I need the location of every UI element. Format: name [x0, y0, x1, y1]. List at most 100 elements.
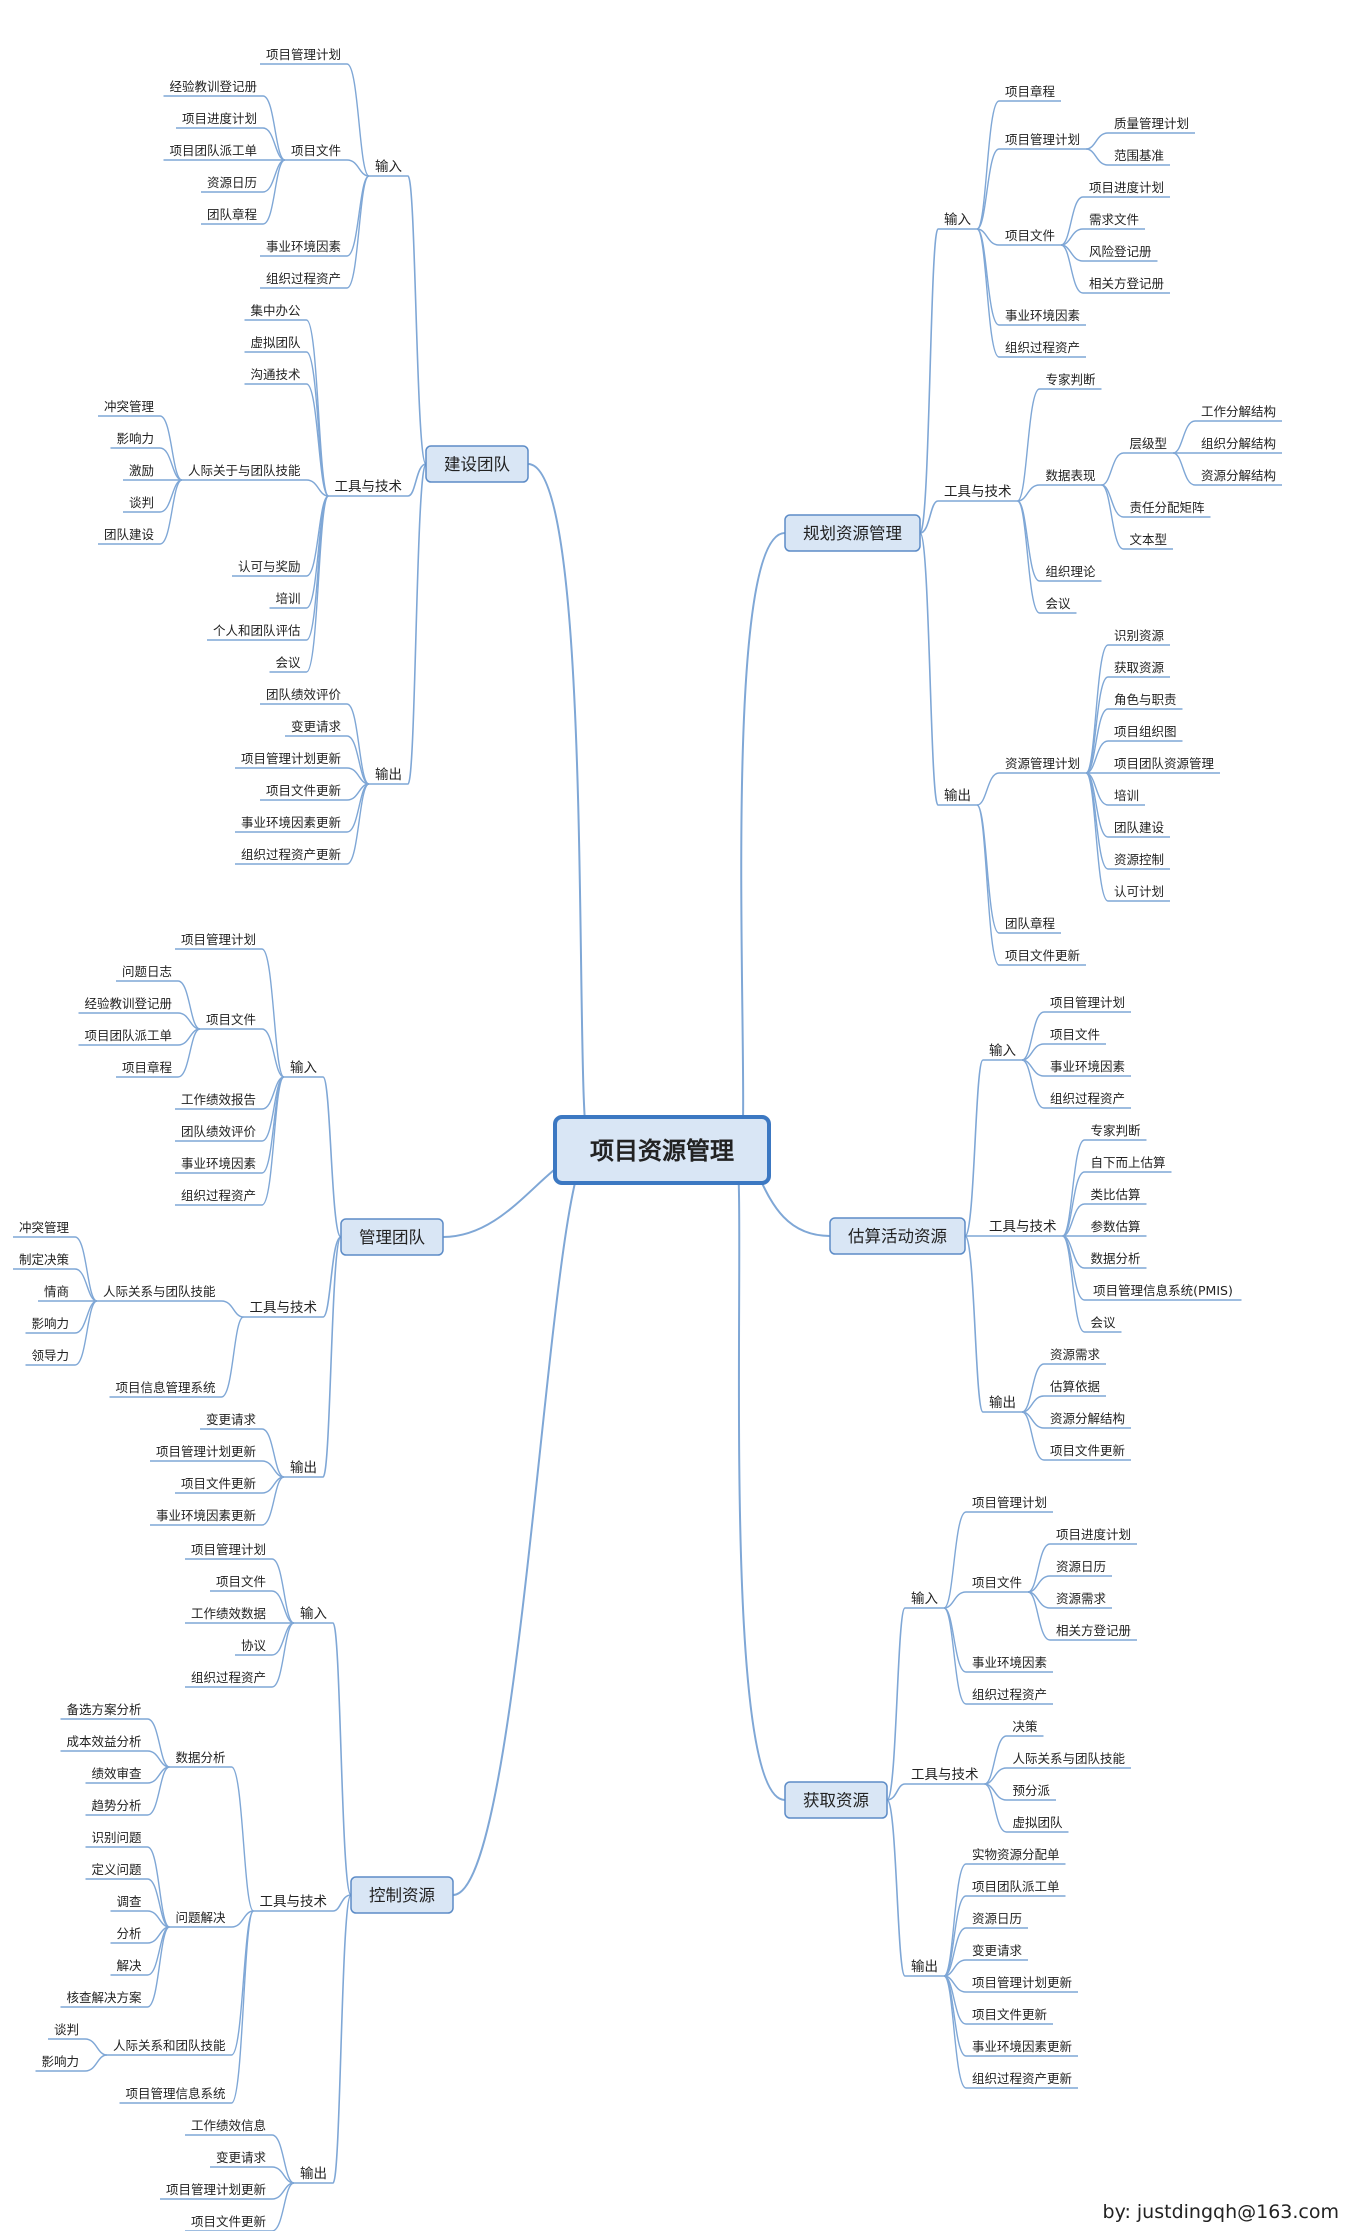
node-组织过程资产更新[interactable]: 组织过程资产更新	[972, 2071, 1072, 2086]
node-项目管理计划[interactable]: 项目管理计划	[181, 932, 256, 947]
node-集中办公[interactable]: 集中办公	[250, 303, 301, 318]
node-工作绩效信息[interactable]: 工作绩效信息	[191, 2118, 266, 2133]
node-项目组织图[interactable]: 项目组织图	[1114, 724, 1177, 739]
node-虚拟团队[interactable]: 虚拟团队	[1012, 1815, 1063, 1830]
node-组织过程资产[interactable]: 组织过程资产	[1050, 1091, 1125, 1106]
node-团队建设[interactable]: 团队建设	[1114, 820, 1165, 835]
node-项目团队派工单[interactable]: 项目团队派工单	[169, 143, 257, 158]
node-专家判断[interactable]: 专家判断	[1090, 1123, 1140, 1138]
node-工作分解结构[interactable]: 工作分解结构	[1201, 404, 1276, 419]
node-项目章程[interactable]: 项目章程	[1005, 84, 1056, 99]
node-项目管理计划[interactable]: 项目管理计划	[1005, 132, 1080, 147]
node-项目文件[interactable]: 项目文件	[216, 1574, 266, 1589]
node-资源管理计划[interactable]: 资源管理计划	[1005, 756, 1080, 771]
node-谈判[interactable]: 谈判	[129, 495, 154, 510]
node-输入[interactable]: 输入	[300, 1606, 327, 1622]
node-项目团队资源管理[interactable]: 项目团队资源管理	[1114, 756, 1215, 771]
node-会议[interactable]: 会议	[275, 655, 301, 670]
node-问题日志[interactable]: 问题日志	[122, 964, 172, 979]
node-项目文件更新[interactable]: 项目文件更新	[1005, 948, 1080, 963]
node-事业环境因素更新[interactable]: 事业环境因素更新	[241, 815, 341, 830]
node-输入[interactable]: 输入	[944, 212, 972, 228]
branch-规划资源管理[interactable]: 规划资源管理	[784, 514, 921, 552]
node-谈判[interactable]: 谈判	[54, 2022, 79, 2037]
node-项目文件[interactable]: 项目文件	[1005, 228, 1055, 243]
node-事业环境因素[interactable]: 事业环境因素	[1050, 1059, 1125, 1074]
node-数据分析[interactable]: 数据分析	[175, 1750, 225, 1765]
node-预分派[interactable]: 预分派	[1012, 1783, 1050, 1798]
node-培训[interactable]: 培训	[1114, 788, 1139, 803]
node-项目管理计划更新[interactable]: 项目管理计划更新	[241, 751, 341, 766]
node-协议[interactable]: 协议	[241, 1638, 267, 1653]
node-输出[interactable]: 输出	[375, 767, 402, 783]
node-数据分析[interactable]: 数据分析	[1090, 1251, 1140, 1266]
node-风险登记册[interactable]: 风险登记册	[1089, 244, 1152, 259]
node-事业环境因素[interactable]: 事业环境因素	[972, 1655, 1047, 1670]
node-资源需求[interactable]: 资源需求	[1056, 1591, 1107, 1606]
node-项目章程[interactable]: 项目章程	[122, 1060, 173, 1075]
node-认可与奖励[interactable]: 认可与奖励	[238, 559, 301, 574]
node-专家判断[interactable]: 专家判断	[1045, 372, 1095, 387]
node-团队绩效评价[interactable]: 团队绩效评价	[266, 687, 342, 702]
node-角色与职责[interactable]: 角色与职责	[1114, 692, 1177, 707]
node-问题解决[interactable]: 问题解决	[175, 1910, 226, 1925]
node-变更请求[interactable]: 变更请求	[206, 1412, 257, 1427]
node-虚拟团队[interactable]: 虚拟团队	[250, 335, 301, 350]
node-项目文件更新[interactable]: 项目文件更新	[181, 1476, 256, 1491]
node-会议[interactable]: 会议	[1090, 1315, 1116, 1330]
node-人际关系与团队技能[interactable]: 人际关系与团队技能	[1012, 1751, 1125, 1766]
node-经验教训登记册[interactable]: 经验教训登记册	[84, 996, 172, 1011]
node-输出[interactable]: 输出	[911, 1959, 938, 1975]
node-调查[interactable]: 调查	[116, 1894, 142, 1909]
node-制定决策[interactable]: 制定决策	[19, 1252, 70, 1267]
node-输出[interactable]: 输出	[944, 788, 971, 804]
node-输入[interactable]: 输入	[911, 1591, 939, 1607]
node-输入[interactable]: 输入	[290, 1060, 317, 1076]
node-自下而上估算[interactable]: 自下而上估算	[1090, 1155, 1165, 1170]
node-分析[interactable]: 分析	[116, 1926, 141, 1941]
node-工具与技术[interactable]: 工具与技术	[911, 1767, 979, 1783]
node-事业环境因素[interactable]: 事业环境因素	[1005, 308, 1080, 323]
node-定义问题[interactable]: 定义问题	[91, 1862, 142, 1877]
node-项目管理计划[interactable]: 项目管理计划	[972, 1495, 1047, 1510]
node-激励[interactable]: 激励	[129, 463, 154, 478]
node-绩效审查[interactable]: 绩效审查	[91, 1766, 142, 1781]
node-工作绩效数据[interactable]: 工作绩效数据	[191, 1606, 266, 1621]
node-识别资源[interactable]: 识别资源	[1114, 628, 1165, 643]
node-组织过程资产[interactable]: 组织过程资产	[1005, 340, 1080, 355]
node-组织过程资产[interactable]: 组织过程资产	[191, 1670, 266, 1685]
node-获取资源[interactable]: 获取资源	[1114, 660, 1165, 675]
node-项目文件更新[interactable]: 项目文件更新	[1050, 1443, 1125, 1458]
node-范围基准[interactable]: 范围基准	[1114, 148, 1164, 163]
node-资源日历[interactable]: 资源日历	[207, 175, 257, 190]
branch-获取资源[interactable]: 获取资源	[784, 1781, 888, 1819]
node-识别问题[interactable]: 识别问题	[91, 1830, 142, 1845]
node-项目进度计划[interactable]: 项目进度计划	[182, 111, 257, 126]
node-团队绩效评价[interactable]: 团队绩效评价	[181, 1124, 257, 1139]
node-人际关系与团队技能[interactable]: 人际关系与团队技能	[103, 1284, 216, 1299]
node-资源需求[interactable]: 资源需求	[1050, 1347, 1101, 1362]
node-变更请求[interactable]: 变更请求	[216, 2150, 267, 2165]
node-项目管理信息系统-PMIS-[interactable]: 项目管理信息系统(PMIS)	[1093, 1283, 1233, 1298]
node-项目信息管理系统[interactable]: 项目信息管理系统	[115, 1380, 215, 1395]
node-事业环境因素更新[interactable]: 事业环境因素更新	[156, 1508, 256, 1523]
node-资源分解结构[interactable]: 资源分解结构	[1201, 468, 1276, 483]
node-认可计划[interactable]: 认可计划	[1114, 884, 1164, 899]
node-工具与技术[interactable]: 工具与技术	[989, 1219, 1057, 1235]
node-冲突管理[interactable]: 冲突管理	[19, 1220, 70, 1235]
node-参数估算[interactable]: 参数估算	[1090, 1219, 1140, 1234]
node-类比估算[interactable]: 类比估算	[1090, 1187, 1140, 1202]
node-组织过程资产更新[interactable]: 组织过程资产更新	[241, 847, 341, 862]
node-资源分解结构[interactable]: 资源分解结构	[1050, 1411, 1125, 1426]
node-解决[interactable]: 解决	[116, 1958, 142, 1973]
branch-估算活动资源[interactable]: 估算活动资源	[829, 1217, 966, 1255]
root-topic[interactable]: 项目资源管理	[553, 1115, 771, 1185]
node-项目管理信息系统[interactable]: 项目管理信息系统	[125, 2086, 225, 2101]
branch-管理团队[interactable]: 管理团队	[340, 1218, 444, 1256]
node-项目团队派工单[interactable]: 项目团队派工单	[972, 1879, 1060, 1894]
node-项目文件[interactable]: 项目文件	[291, 143, 341, 158]
branch-控制资源[interactable]: 控制资源	[350, 1876, 454, 1914]
node-培训[interactable]: 培训	[275, 591, 300, 606]
node-事业环境因素[interactable]: 事业环境因素	[181, 1156, 256, 1171]
node-影响力[interactable]: 影响力	[41, 2054, 79, 2069]
